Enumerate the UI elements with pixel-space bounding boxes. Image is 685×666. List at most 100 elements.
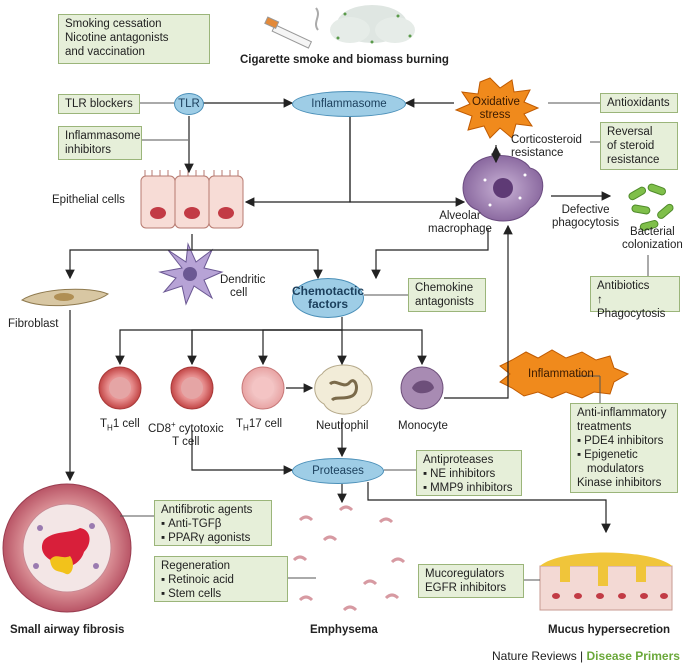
- footer-separator: |: [580, 649, 584, 663]
- oxidative-stress-label: Oxidative stress: [472, 96, 520, 122]
- regeneration-box: Regeneration Retinoic acid Stem cells: [154, 556, 288, 602]
- antifibrotic-line-3: PPARγ agonists: [161, 531, 265, 545]
- oxidative-line-2: stress: [479, 109, 511, 121]
- bacterial-line-2: colonization: [622, 239, 683, 251]
- neutrophil-icon: [314, 364, 373, 415]
- box-connectors: [120, 102, 649, 581]
- fibroblast-icon: [20, 288, 109, 307]
- th1-cell-label: TH1 cell: [100, 418, 140, 434]
- mucoregulators-box: Mucoregulators EGFR inhibitors: [418, 564, 524, 598]
- th17-cell-label: TH17 cell: [236, 418, 282, 434]
- cd8-text: CD8: [148, 422, 172, 435]
- mucoregulators-line-2: EGFR inhibitors: [425, 582, 507, 594]
- smoke-cloud-icon: [330, 5, 415, 44]
- tlr-node: TLR: [174, 93, 204, 115]
- reversal-line-3: resistance: [607, 154, 660, 166]
- emphysema-icon: [292, 505, 406, 612]
- regeneration-line-2: Retinoic acid: [161, 573, 281, 587]
- dendritic-line-2: cell: [230, 287, 248, 299]
- smoking-cessation-box: Smoking cessation Nicotine antagonists a…: [58, 14, 210, 64]
- epithelial-cells-icon: [140, 170, 244, 229]
- footer-credit: Nature Reviews | Disease Primers: [492, 650, 680, 663]
- regeneration-line-3: Stem cells: [161, 587, 281, 601]
- antibiotics-box: Antibiotics ↑ Phagocytosis: [590, 276, 680, 320]
- chemokine-antagonists-box: Chemokine antagonists: [408, 278, 486, 312]
- th17-rest: 17 cell: [248, 418, 283, 430]
- chemokine-line-1: Chemokine: [415, 282, 474, 294]
- inflammasome-inhibitors-line-1: Inflammasome: [65, 130, 141, 142]
- th1-cell-icon: [98, 366, 142, 410]
- proteases-node: Proteases: [292, 458, 384, 484]
- monocyte-icon: [400, 366, 444, 410]
- defective-line-1: Defective: [561, 204, 610, 216]
- mucoregulators-line-1: Mucoregulators: [425, 568, 505, 580]
- antifibrotic-line-2: Anti-TGFβ: [161, 517, 265, 531]
- alveolar-macrophage-icon: [462, 155, 544, 222]
- cd8-rest: cytotoxic: [175, 422, 224, 435]
- dendritic-line-1: Dendritic: [220, 274, 266, 286]
- th17-t: T: [236, 418, 244, 430]
- th17-sub: H: [243, 423, 249, 433]
- chemotactic-factors-node: Chemotactic factors: [292, 278, 364, 318]
- antioxidants-box: Antioxidants: [600, 93, 678, 113]
- fibroblast-label: Fibroblast: [8, 318, 59, 330]
- antibiotics-line-2: ↑ Phagocytosis: [597, 294, 666, 320]
- cigarette-icon: [264, 7, 319, 49]
- anti-inflammatory-line-5: modulators: [587, 463, 644, 475]
- cigarette-smoke-label: Cigarette smoke and biomass burning: [240, 54, 449, 66]
- antifibrotic-line-1: Antifibrotic agents: [161, 504, 253, 516]
- alveolar-line-2: macrophage: [428, 223, 492, 235]
- reversal-box: Reversal of steroid resistance: [600, 122, 678, 170]
- antiproteases-box: Antiproteases NE inhibitors MMP9 inhibit…: [416, 450, 522, 496]
- chemokine-line-2: antagonists: [415, 296, 474, 308]
- cd8-sup: +: [171, 420, 176, 429]
- cd8-cell-icon: [170, 366, 214, 410]
- corticosteroid-line-1: Corticosteroid: [511, 134, 582, 146]
- antibiotics-line-1: Antibiotics: [597, 280, 650, 292]
- cd8-cell-label: CD8+ cytotoxic T cell: [148, 418, 224, 449]
- flow-arrows: [65, 98, 612, 534]
- antifibrotic-box: Antifibrotic agents Anti-TGFβ PPARγ agon…: [154, 500, 272, 546]
- reversal-line-1: Reversal: [607, 126, 653, 138]
- chemotactic-line-1: Chemotactic: [291, 284, 365, 298]
- inflammasome-node: Inflammasome: [292, 91, 406, 117]
- antiproteases-line-1: Antiproteases: [423, 454, 494, 466]
- dendritic-cell-icon: [158, 242, 224, 306]
- monocyte-label: Monocyte: [398, 420, 448, 432]
- antiproteases-line-2: NE inhibitors: [423, 467, 515, 481]
- oxidative-stress-burst: [454, 77, 540, 139]
- footer-nature-reviews: Nature Reviews: [492, 649, 577, 663]
- small-airway-fibrosis-label: Small airway fibrosis: [10, 624, 125, 636]
- small-airway-icon: [2, 483, 132, 613]
- th1-rest: 1 cell: [112, 418, 140, 430]
- smoking-line-2: Nicotine antagonists: [65, 32, 169, 44]
- th17-cell-icon: [241, 366, 285, 410]
- alveolar-line-1: Alveolar: [439, 210, 481, 222]
- inflammation-label: Inflammation: [528, 368, 594, 380]
- reversal-line-2: of steroid: [607, 140, 655, 152]
- th1-t: T: [100, 418, 108, 430]
- antiproteases-line-3: MMP9 inhibitors: [423, 481, 515, 495]
- anti-inflammatory-box: Anti-inflammatory treatments PDE4 inhibi…: [570, 403, 678, 493]
- bacterial-colonization-label: Bacterial colonization: [622, 226, 683, 252]
- bacterial-line-1: Bacterial: [629, 226, 675, 238]
- inflammasome-inhibitors-box: Inflammasome inhibitors: [58, 126, 142, 160]
- dendritic-cell-label: Dendritic cell: [220, 274, 265, 300]
- epithelial-cells-label: Epithelial cells: [52, 194, 125, 206]
- corticosteroid-label: Corticosteroid resistance: [511, 134, 582, 160]
- emphysema-label: Emphysema: [310, 624, 378, 636]
- anti-inflammatory-line-2: treatments: [577, 421, 632, 433]
- regeneration-line-1: Regeneration: [161, 560, 231, 572]
- anti-inflammatory-line-6: Kinase inhibitors: [577, 477, 662, 489]
- mucus-icon: [539, 552, 673, 611]
- smoking-line-1: Smoking cessation: [65, 18, 162, 30]
- bacteria-icon: [628, 183, 674, 231]
- chemotactic-line-2: factors: [307, 297, 348, 311]
- cd8-line-2: T cell: [172, 435, 200, 448]
- anti-inflammatory-line-4: Epigenetic: [577, 448, 671, 462]
- smoking-line-3: and vaccination: [65, 46, 145, 58]
- anti-inflammatory-line-1: Anti-inflammatory: [577, 407, 667, 419]
- oxidative-line-1: Oxidative: [472, 96, 520, 108]
- alveolar-macrophage-label: Alveolar macrophage: [428, 210, 492, 236]
